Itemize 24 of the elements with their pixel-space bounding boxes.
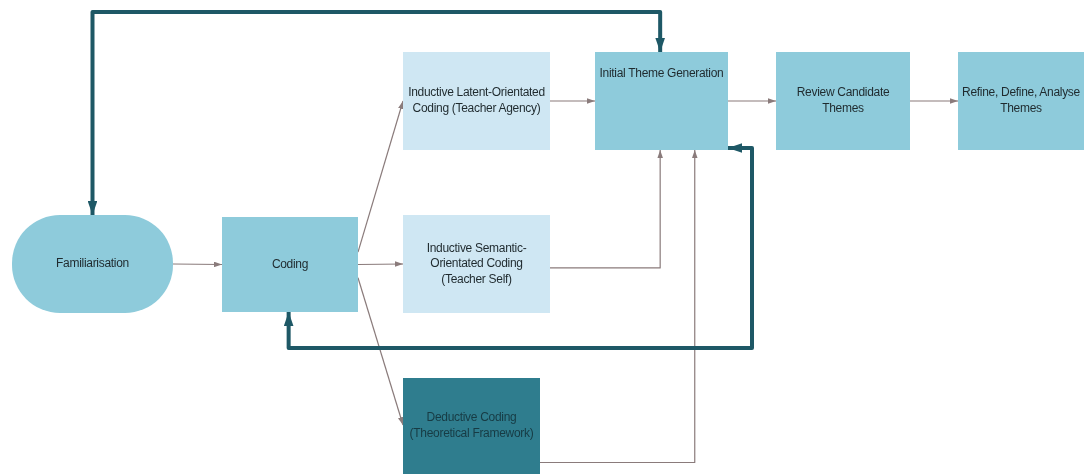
node-label: Familiarisation	[56, 256, 129, 272]
node-label: Initial Theme Generation	[599, 66, 724, 82]
process-box	[776, 52, 910, 150]
process-box	[403, 215, 550, 313]
process-box	[222, 217, 358, 312]
process-box	[403, 52, 550, 150]
node-label: Coding	[271, 256, 309, 273]
arrow	[172, 261, 223, 268]
arrow	[87, 10, 666, 215]
process-box	[958, 52, 1084, 150]
arrow	[283, 143, 754, 350]
process-box	[595, 52, 728, 150]
node-label: Refine, Define, Analyse Themes	[962, 85, 1080, 117]
node-label: Inductive Semantic-Orientated Coding (Teacher Self)	[425, 240, 528, 288]
process-box	[403, 378, 540, 474]
arrow	[909, 98, 959, 104]
arrow	[539, 149, 698, 464]
node-label: Inductive Latent-Orientated Coding (Teacher Agency)	[407, 85, 546, 117]
arrow	[727, 98, 777, 104]
arrow	[357, 261, 404, 267]
arrow	[549, 149, 663, 269]
arrow	[549, 98, 596, 104]
node-label: Review Candidate Themes	[795, 85, 891, 117]
node-label: Deductive Coding (Theoretical Framework)	[408, 410, 535, 442]
